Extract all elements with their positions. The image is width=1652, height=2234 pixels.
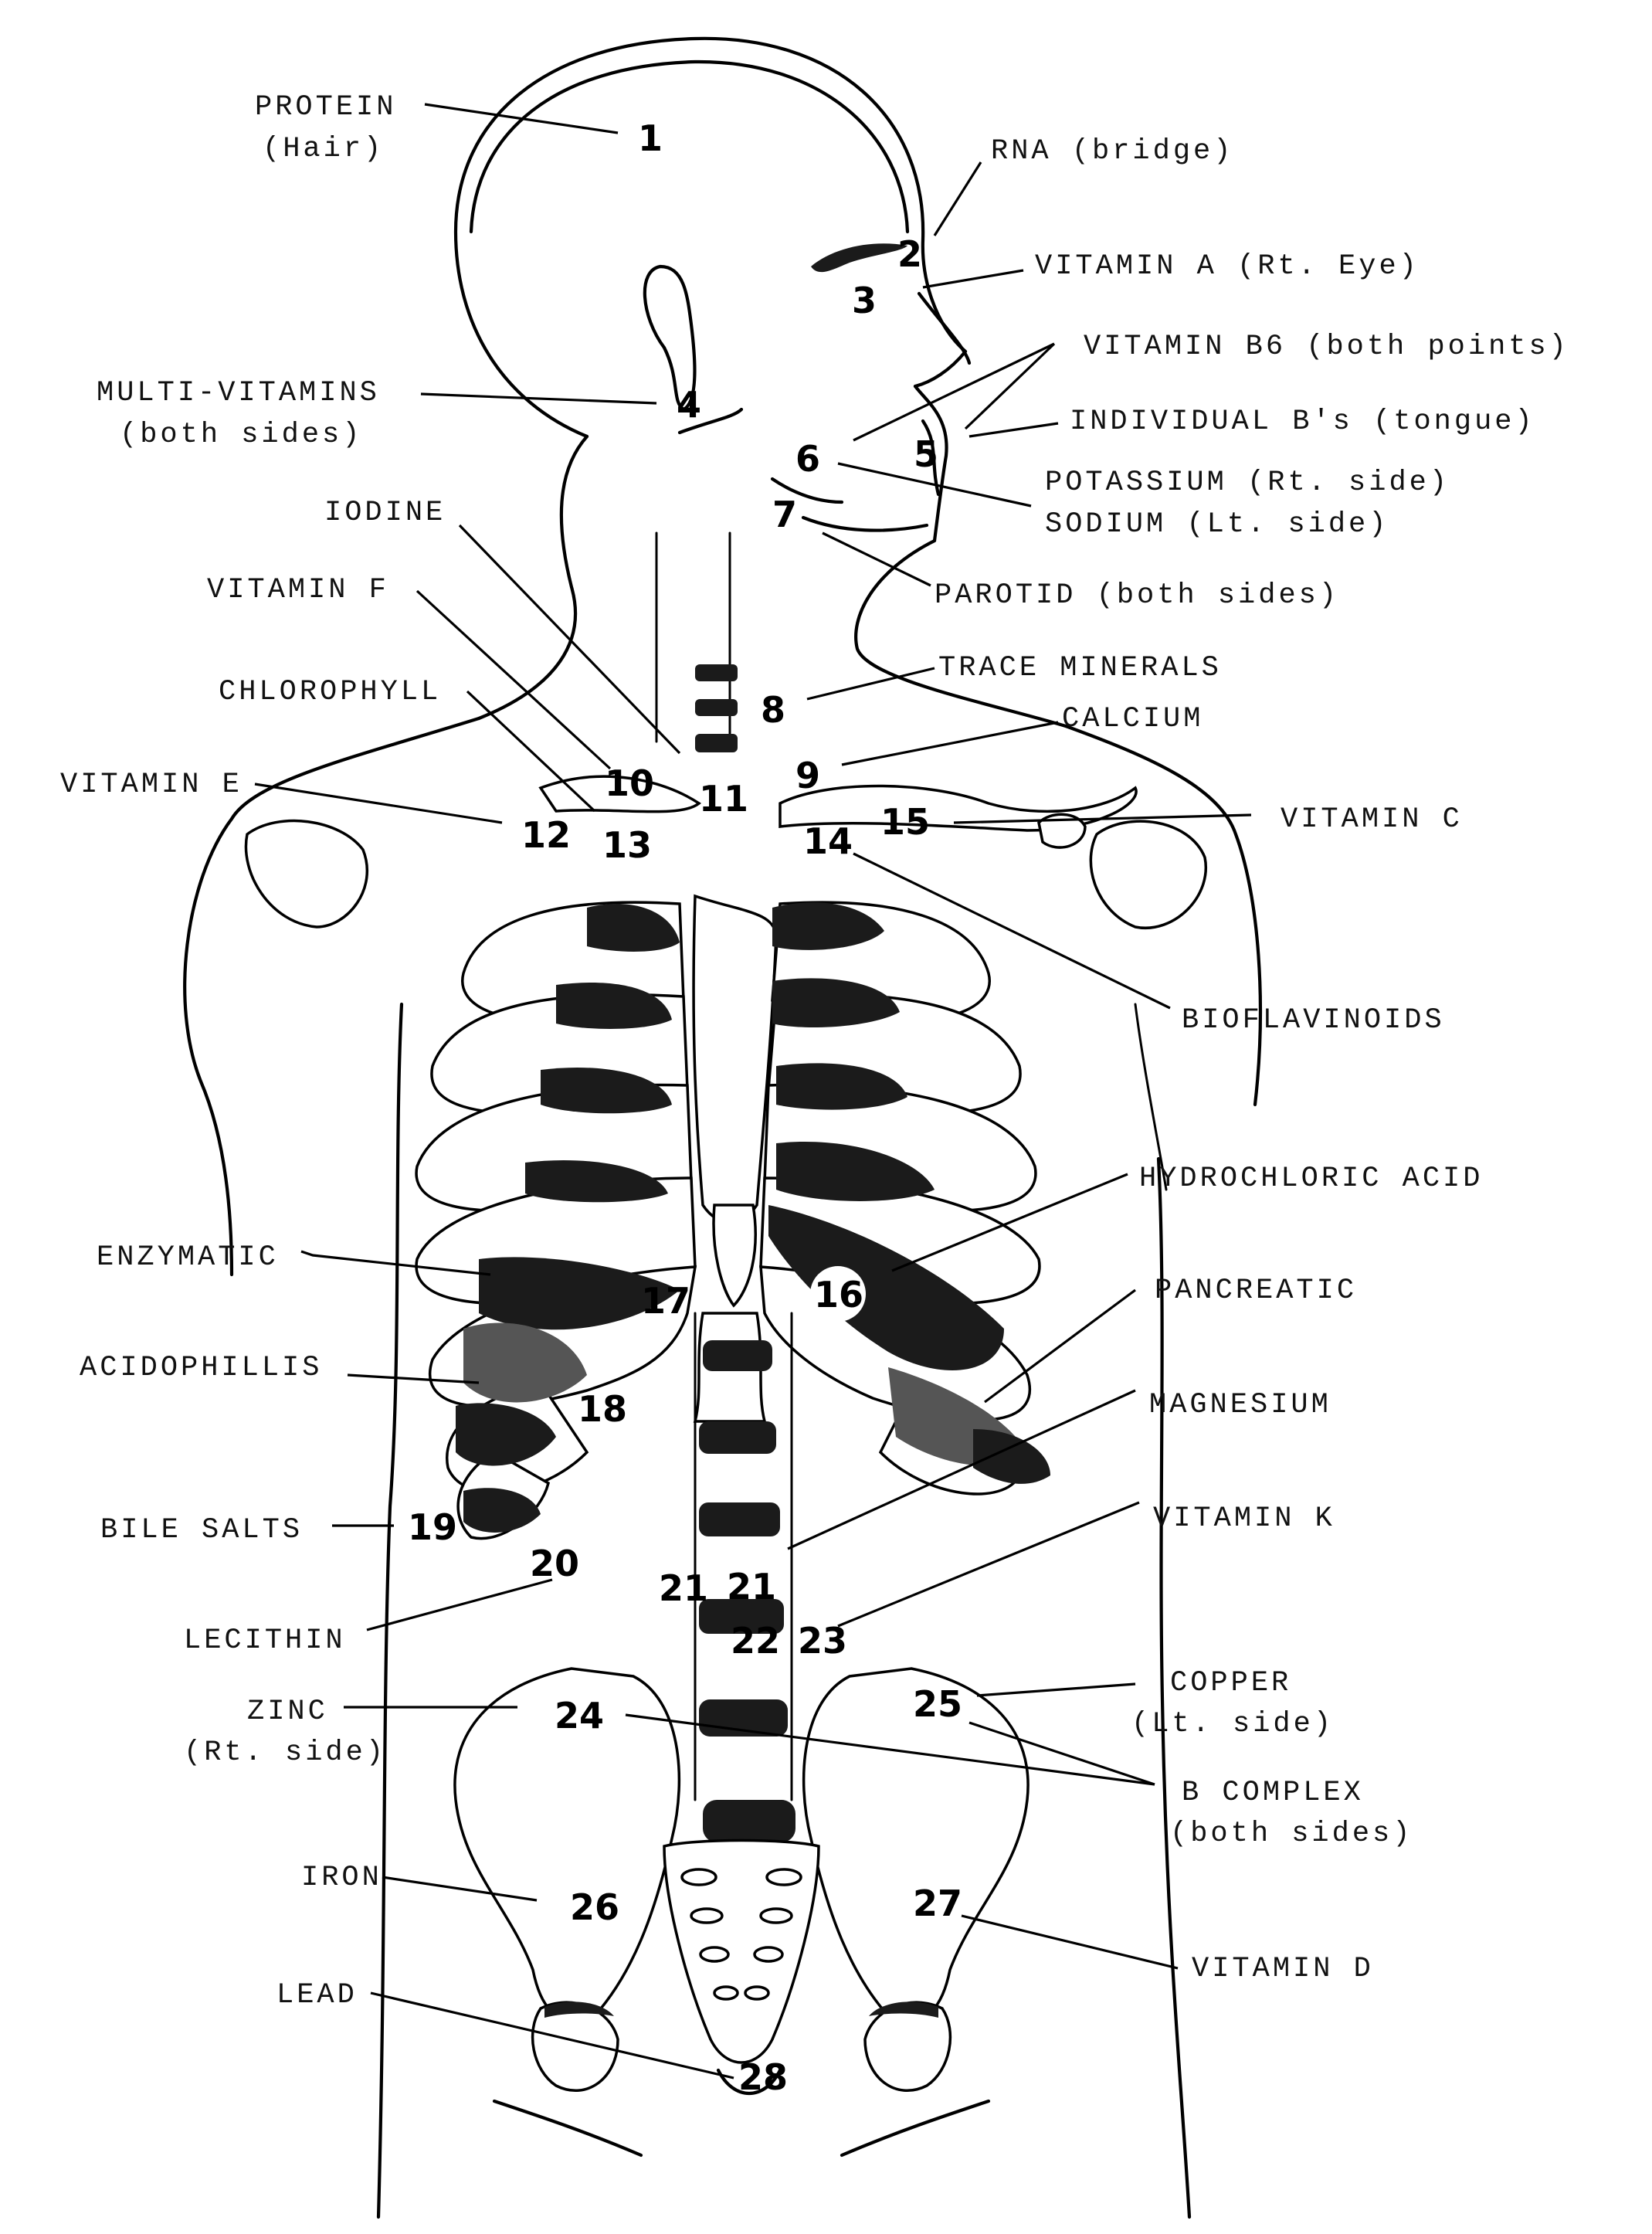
label-vitamin-c: VITAMIN C — [1281, 803, 1463, 836]
point-3: 3 — [852, 280, 877, 321]
label-lead: LEAD — [276, 1979, 358, 2012]
label-vitamin-e: VITAMIN E — [60, 769, 243, 801]
point-5: 5 — [914, 433, 938, 475]
point-23: 23 — [798, 1620, 847, 1662]
label-acidophillis: ACIDOPHILLIS — [80, 1352, 322, 1384]
label-vitamin-k: VITAMIN K — [1153, 1502, 1335, 1535]
label-vitamin-a: VITAMIN A (Rt. Eye) — [1035, 250, 1420, 283]
point-11: 11 — [699, 778, 748, 820]
label-protein: PROTEIN(Hair) — [255, 91, 396, 165]
point-26: 26 — [570, 1886, 619, 1928]
point-13: 13 — [602, 824, 652, 866]
point-7: 7 — [772, 494, 797, 535]
label-sodium: SODIUM (Lt. side) — [1045, 508, 1389, 541]
point-14: 14 — [803, 820, 853, 862]
label-vitamin-f: VITAMIN F — [207, 574, 389, 606]
label-hydrochloric-acid: HYDROCHLORIC ACID — [1139, 1163, 1483, 1195]
point-9: 9 — [795, 755, 820, 796]
leader-lines — [254, 103, 1252, 2080]
label-potassium: POTASSIUM (Rt. side) — [1045, 467, 1450, 499]
point-17: 17 — [641, 1280, 690, 1322]
label-rna: RNA (bridge) — [991, 135, 1233, 168]
label-multi-vitamins: MULTI-VITAMINS(both sides) — [97, 377, 380, 451]
label-copper: COPPER(Lt. side) — [1131, 1667, 1334, 1740]
point-2: 2 — [897, 233, 922, 275]
labels: PROTEIN(Hair) RNA (bridge) VITAMIN A (Rt… — [60, 91, 1569, 2012]
label-magnesium: MAGNESIUM — [1149, 1389, 1331, 1421]
label-chlorophyll: CHLOROPHYLL — [219, 676, 441, 708]
point-1: 1 — [638, 117, 663, 159]
label-b-complex: B COMPLEX(both sides) — [1170, 1777, 1413, 1850]
label-parotid: PAROTID (both sides) — [935, 579, 1339, 612]
point-16: 16 — [814, 1274, 863, 1316]
point-20: 20 — [530, 1543, 579, 1584]
label-calcium: CALCIUM — [1062, 703, 1203, 735]
body-outline — [183, 36, 1262, 2219]
point-6: 6 — [795, 438, 820, 480]
label-zinc: ZINC(Rt. side) — [184, 1696, 386, 1769]
label-individual-bs: INDIVIDUAL B's (tongue) — [1070, 406, 1535, 438]
label-iron: IRON — [301, 1862, 382, 1894]
label-bioflavinoids: BIOFLAVINOIDS — [1182, 1004, 1445, 1037]
label-enzymatic: ENZYMATIC — [97, 1241, 279, 1274]
point-15: 15 — [880, 801, 930, 843]
point-18: 18 — [578, 1388, 627, 1430]
point-27: 27 — [913, 1883, 962, 1924]
point-8: 8 — [761, 689, 785, 731]
label-bile-salts: BILE SALTS — [100, 1514, 303, 1546]
point-24: 24 — [555, 1695, 604, 1737]
point-4: 4 — [677, 384, 701, 426]
point-19: 19 — [408, 1506, 457, 1548]
label-iodine: IODINE — [324, 497, 446, 529]
label-lecithin: LECITHIN — [184, 1625, 346, 1657]
label-vitamin-d: VITAMIN D — [1192, 1953, 1374, 1985]
label-trace-minerals: TRACE MINERALS — [938, 652, 1222, 684]
point-21-left: 21 — [727, 1566, 776, 1608]
point-12: 12 — [521, 814, 571, 856]
label-pancreatic: PANCREATIC — [1155, 1275, 1357, 1307]
point-28: 28 — [738, 2056, 788, 2098]
point-22: 22 — [731, 1620, 780, 1662]
point-numbers: 1 2 3 4 5 6 7 8 9 10 11 12 13 14 15 16 1… — [408, 117, 962, 2098]
point-25: 25 — [913, 1683, 962, 1725]
point-10: 10 — [605, 762, 654, 804]
label-vitamin-b6: VITAMIN B6 (both points) — [1084, 331, 1569, 363]
point-21-right: 21 — [659, 1567, 708, 1609]
